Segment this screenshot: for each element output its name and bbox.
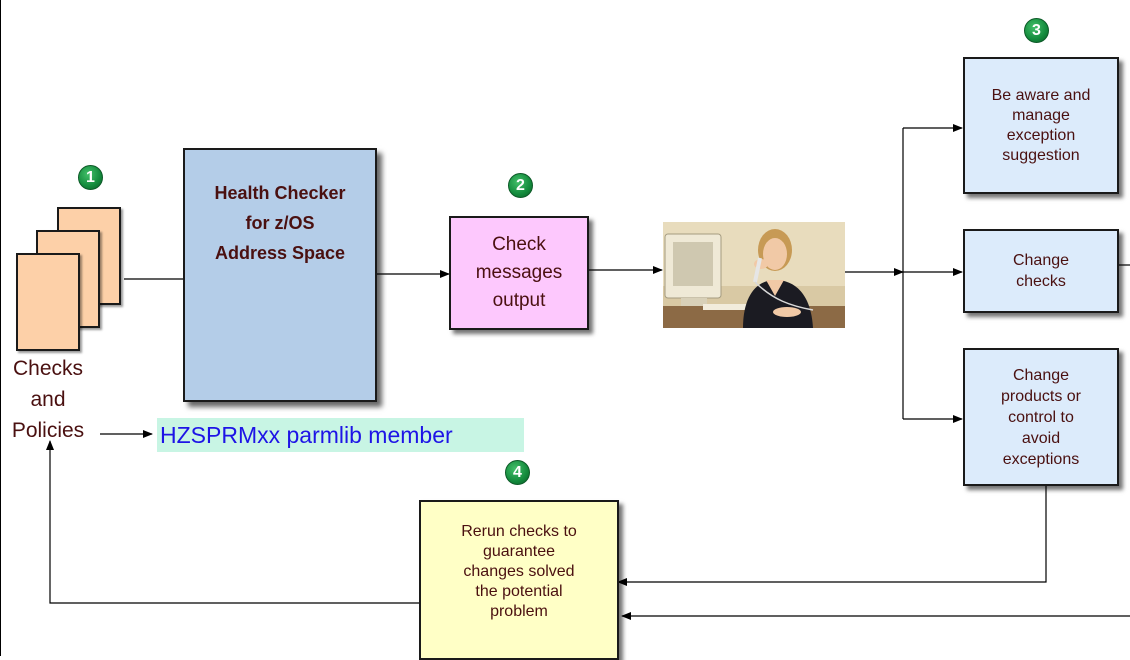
change-products-line-4: avoid xyxy=(1021,429,1061,447)
rerun-line-3: changes solved xyxy=(463,563,575,580)
change-products-line-2: products or xyxy=(1000,387,1082,405)
change-products-line-3: control to xyxy=(1008,408,1074,426)
and-line: and xyxy=(30,388,66,411)
health-checker-box: Health Checker for z/OS Address Space xyxy=(183,148,377,402)
rerun-checks-box: Rerun checks to guarantee changes solved… xyxy=(419,500,619,660)
check-messages-line-1: Check xyxy=(492,234,546,255)
be-aware-line-1: Be aware and xyxy=(991,86,1091,104)
document-page xyxy=(16,253,80,351)
step-badge-2: 2 xyxy=(508,173,533,198)
be-aware-line-2: manage xyxy=(1012,106,1070,124)
check-messages-line-2: messages xyxy=(475,262,563,283)
checks-line: Checks xyxy=(12,357,84,380)
check-messages-line-3: output xyxy=(492,290,546,311)
rerun-line-4: the potential xyxy=(475,583,563,600)
step-badge-4: 4 xyxy=(505,460,530,485)
operator-photo xyxy=(663,222,845,328)
rerun-line-5: problem xyxy=(490,603,548,620)
be-aware-line-4: suggestion xyxy=(1002,146,1080,164)
be-aware-box: Be aware and manage exception suggestion xyxy=(963,57,1119,194)
policies-line: Policies xyxy=(11,419,85,442)
frame-border xyxy=(0,0,1,656)
change-products-box: Change products or control to avoid exce… xyxy=(963,348,1119,486)
checks-policies-label: Checks and Policies xyxy=(0,353,96,446)
change-products-line-1: Change xyxy=(1012,366,1070,384)
step-badge-3: 3 xyxy=(1024,18,1049,43)
rerun-line-2: guarantee xyxy=(482,543,556,560)
check-messages-output-box: Check messages output xyxy=(449,216,589,330)
rerun-line-1: Rerun checks to xyxy=(461,523,577,540)
health-checker-line-3: Address Space xyxy=(214,243,346,263)
change-products-line-5: exceptions xyxy=(1002,450,1080,468)
health-checker-line-1: Health Checker xyxy=(214,183,346,203)
arrow-rerun-to-policies xyxy=(46,440,419,604)
change-checks-line-2: checks xyxy=(1016,273,1066,290)
parmlib-member-label: HZSPRMxx parmlib member xyxy=(157,418,524,452)
step-badge-1: 1 xyxy=(78,165,103,190)
change-checks-line-1: Change xyxy=(1012,252,1070,269)
arrow-change-products-to-rerun xyxy=(617,486,1047,586)
change-checks-box: Change checks xyxy=(963,229,1119,313)
health-checker-line-2: for z/OS xyxy=(245,213,315,233)
be-aware-line-3: exception xyxy=(1006,126,1076,144)
